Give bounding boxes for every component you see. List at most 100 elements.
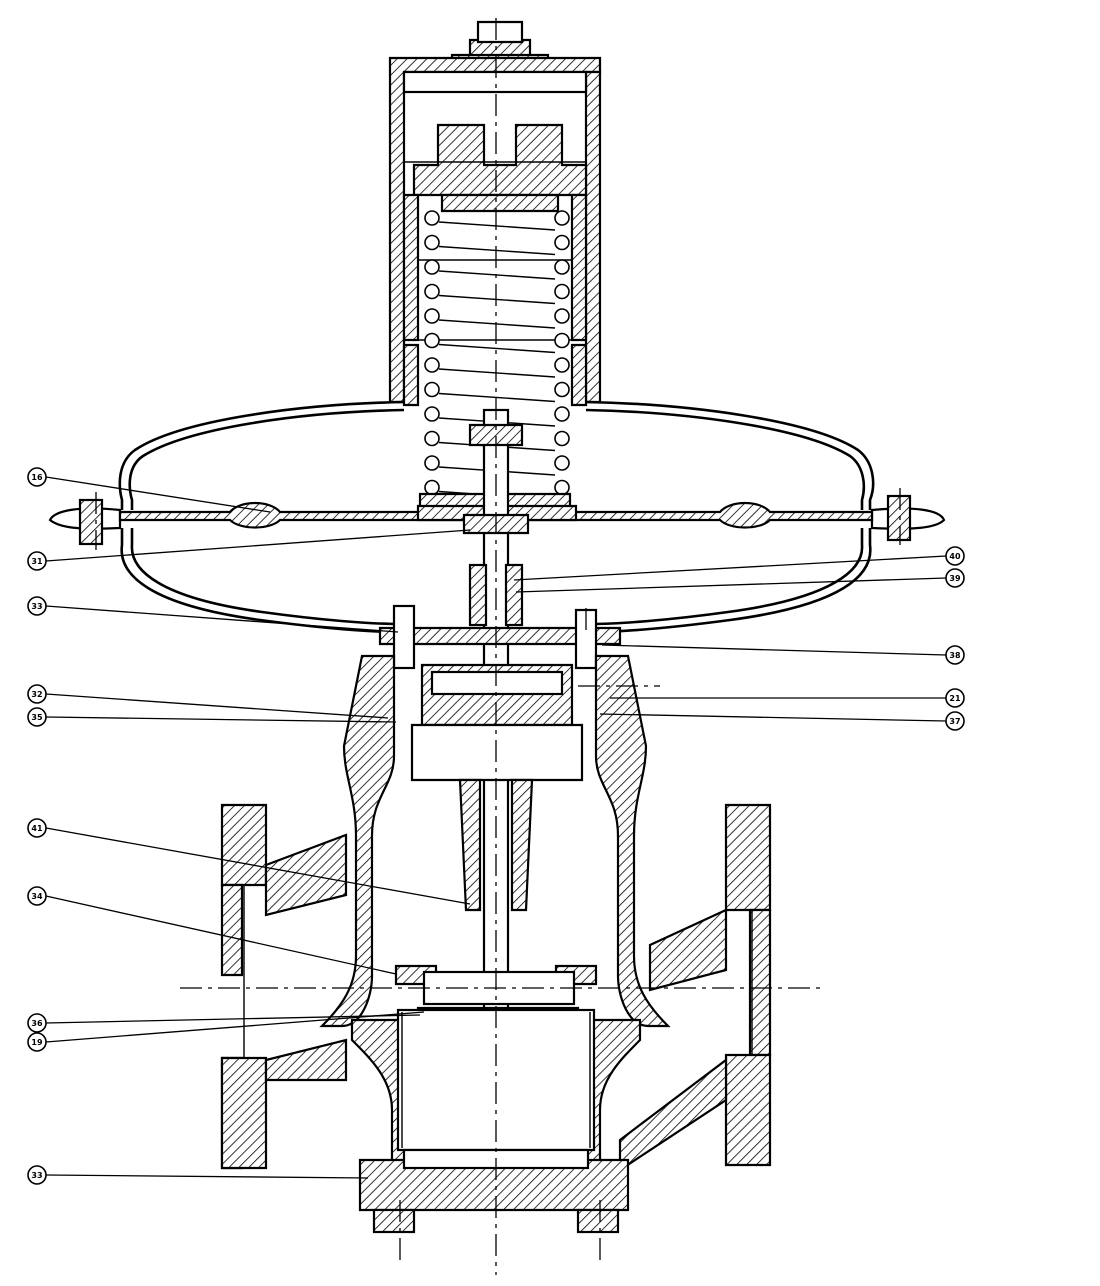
callout-group: 16 31 33 32 35 41 34 36 19 33 40 39 38 21 37 — [27, 467, 965, 1185]
callout-circle — [27, 467, 47, 487]
spring-coil — [554, 308, 570, 324]
callout-circle — [27, 1165, 47, 1185]
callout-balloon: 33 — [27, 596, 47, 616]
valve-body — [319, 604, 671, 1030]
callout-number: 33 — [31, 602, 42, 611]
callout-leader-line — [599, 713, 947, 722]
callout-circle — [945, 711, 965, 731]
callout-number: 34 — [31, 892, 43, 901]
inlet-flange — [220, 803, 348, 1170]
callout-circle — [945, 645, 965, 665]
callout-number: 36 — [31, 1019, 43, 1028]
callout-number: 35 — [31, 713, 43, 722]
callout-leader-line — [45, 1011, 425, 1043]
spring-wire — [438, 245, 556, 256]
callout-balloon: 32 — [27, 684, 47, 704]
callout-circle — [27, 1032, 47, 1052]
callout-balloon: 36 — [27, 1013, 47, 1033]
spring-coil — [554, 357, 570, 373]
spring-coil — [424, 406, 440, 422]
spring-coil — [554, 283, 570, 300]
callout-balloon: 33 — [27, 1165, 47, 1185]
callout-circle — [27, 886, 47, 906]
callout-number: 32 — [31, 690, 42, 699]
outlet-flange — [618, 803, 772, 1173]
spring-coil — [424, 455, 440, 471]
spring-coil — [554, 259, 570, 275]
spring-coil — [554, 455, 570, 471]
callout-circle — [27, 596, 47, 616]
spring-coil — [424, 381, 440, 398]
callout-number: 21 — [949, 694, 961, 703]
spring-coil — [554, 332, 570, 349]
callout-leader-line — [45, 476, 271, 513]
callout-balloon: 41 — [27, 818, 47, 838]
spring-wire — [438, 392, 556, 403]
callout-leader-line — [45, 895, 397, 975]
callout-leader-line — [515, 577, 947, 593]
callout-balloon: 34 — [27, 886, 47, 906]
callout-circle — [945, 568, 965, 588]
callout-circle — [27, 707, 47, 727]
callout-number: 41 — [31, 824, 43, 833]
callout-leader-line — [45, 605, 399, 633]
callout-number: 39 — [949, 574, 961, 583]
callout-leader-line — [45, 1014, 421, 1024]
callout-balloon: 38 — [945, 645, 965, 665]
callout-balloon: 40 — [945, 546, 965, 566]
callout-number: 31 — [31, 557, 43, 566]
spring-wire — [438, 343, 556, 354]
callout-balloon: 35 — [27, 707, 47, 727]
spring-coil — [424, 430, 440, 447]
spring-wire — [438, 221, 556, 231]
callout-leader-line — [45, 827, 471, 905]
spring-coil — [554, 210, 570, 226]
spring-wire — [438, 294, 556, 305]
callout-number: 37 — [949, 717, 960, 726]
callout-leader-line — [45, 529, 471, 562]
spring-coil — [424, 210, 440, 226]
spring-coil — [554, 406, 570, 422]
bottom-cover — [350, 1008, 642, 1234]
callout-number: 33 — [31, 1171, 42, 1180]
callout-leader-line — [513, 555, 947, 581]
callout-leader-line — [45, 716, 397, 723]
callout-balloon: 21 — [945, 688, 965, 708]
callout-leader-line — [45, 693, 389, 719]
spring-coil — [554, 234, 570, 251]
callout-circle — [27, 1013, 47, 1033]
spring-coil — [424, 259, 440, 275]
spring-coil — [554, 479, 570, 496]
spring-wire — [438, 319, 556, 329]
callout-balloon: 19 — [27, 1032, 47, 1052]
spring-coil — [554, 381, 570, 398]
spring-housing — [388, 20, 602, 407]
callout-balloon: 39 — [945, 568, 965, 588]
callout-balloon: 31 — [27, 551, 47, 571]
spring-coil — [424, 357, 440, 373]
spring-coil — [554, 430, 570, 447]
callout-number: 19 — [31, 1038, 43, 1047]
callout-balloon: 16 — [27, 467, 47, 487]
main-spring — [424, 210, 570, 501]
callout-circle — [27, 551, 47, 571]
spring-coil — [424, 332, 440, 349]
callout-circle — [27, 818, 47, 838]
spring-coil — [424, 234, 440, 251]
spring-wire — [438, 368, 556, 378]
callout-balloon: 37 — [945, 711, 965, 731]
spring-wire — [438, 270, 556, 280]
spring-coil — [424, 283, 440, 300]
center-lines — [95, 18, 901, 1275]
spring-coil — [424, 308, 440, 324]
callout-number: 38 — [949, 651, 961, 660]
callout-circle — [27, 684, 47, 704]
callout-number: 16 — [31, 473, 43, 482]
callout-circle — [945, 546, 965, 566]
callout-circle — [945, 688, 965, 708]
callout-number: 40 — [949, 552, 961, 561]
spring-coil — [424, 479, 440, 496]
callout-leader-line — [45, 1174, 369, 1179]
callout-leader-line — [601, 644, 947, 656]
